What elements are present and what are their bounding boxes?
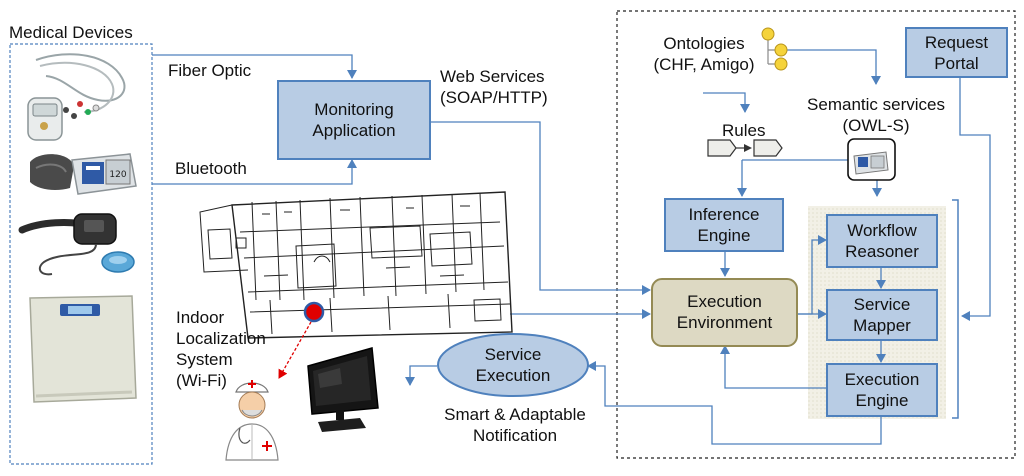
semantic-service-device-icon — [847, 138, 896, 181]
workflow-reasoner-label: Workflow Reasoner — [845, 221, 919, 261]
alert-arrow — [278, 321, 312, 379]
request-portal-box: Request Portal — [905, 27, 1008, 78]
ontology-tree-icon — [761, 27, 788, 71]
web-services-label: Web Services (SOAP/HTTP) — [440, 67, 548, 107]
location-marker-icon — [303, 301, 325, 323]
semantic-platform-frame — [616, 10, 1016, 459]
monitoring-application-box: Monitoring Application — [277, 80, 431, 160]
inference-engine-label: Inference Engine — [688, 205, 760, 245]
rules-label: Rules — [722, 121, 766, 140]
service-mapper-box: Service Mapper — [826, 289, 938, 341]
execution-engine-label: Execution Engine — [844, 370, 920, 410]
ontology-tree-to-semantic — [780, 49, 881, 85]
ontologies-label: Ontologies (CHF, Amigo) — [653, 34, 755, 74]
wrist-pulse-oximeter-icon — [18, 213, 135, 276]
workflow-reasoner-box: Workflow Reasoner — [826, 214, 938, 268]
inference-engine-box: Inference Engine — [664, 198, 784, 252]
rule-chain-icon — [707, 139, 783, 157]
engine-to-execenv — [720, 345, 826, 389]
engine-to-service-execution — [587, 361, 882, 445]
fiber-optic-label: Fiber Optic — [168, 61, 252, 80]
medical-devices-label: Medical Devices — [9, 23, 133, 42]
medical-devices-frame — [9, 43, 153, 465]
service-mapper-label: Service Mapper — [853, 295, 911, 335]
bluetooth-connector — [152, 159, 357, 185]
monitoring-application-label: Monitoring Application — [312, 100, 396, 140]
ecg-monitor-icon — [27, 53, 126, 141]
service-execution-ellipse — [437, 333, 589, 397]
request-portal-to-mapper — [959, 78, 991, 321]
television-icon — [307, 347, 379, 432]
execution-environment-shape — [651, 278, 798, 347]
execution-engine-box: Execution Engine — [826, 363, 938, 417]
semantic-services-label: Semantic services (OWL-S) — [807, 95, 945, 135]
fiber-optic-connector — [152, 54, 357, 79]
indoor-localization-label: Indoor Localization System (Wi-Fi) — [176, 308, 266, 390]
svg-text:120: 120 — [109, 170, 126, 180]
web-services-connector — [431, 121, 651, 295]
service-execution-to-tv — [405, 365, 437, 386]
connectors — [152, 49, 991, 445]
bluetooth-label: Bluetooth — [175, 159, 247, 178]
request-portal-label: Request Portal — [924, 32, 989, 73]
weight-scale-icon — [29, 295, 137, 403]
smart-notification-label: Smart & Adaptable Notification — [444, 405, 586, 445]
service-execution-label: Service Execution — [475, 345, 551, 385]
floor-plan-icon — [199, 191, 513, 339]
blood-pressure-monitor-icon: 120 — [30, 153, 137, 195]
doctor-icon — [225, 380, 279, 461]
ontologies-to-rules — [703, 92, 750, 113]
execution-environment-label: Execution Environment — [676, 292, 773, 332]
workflow-bracket — [952, 199, 959, 419]
